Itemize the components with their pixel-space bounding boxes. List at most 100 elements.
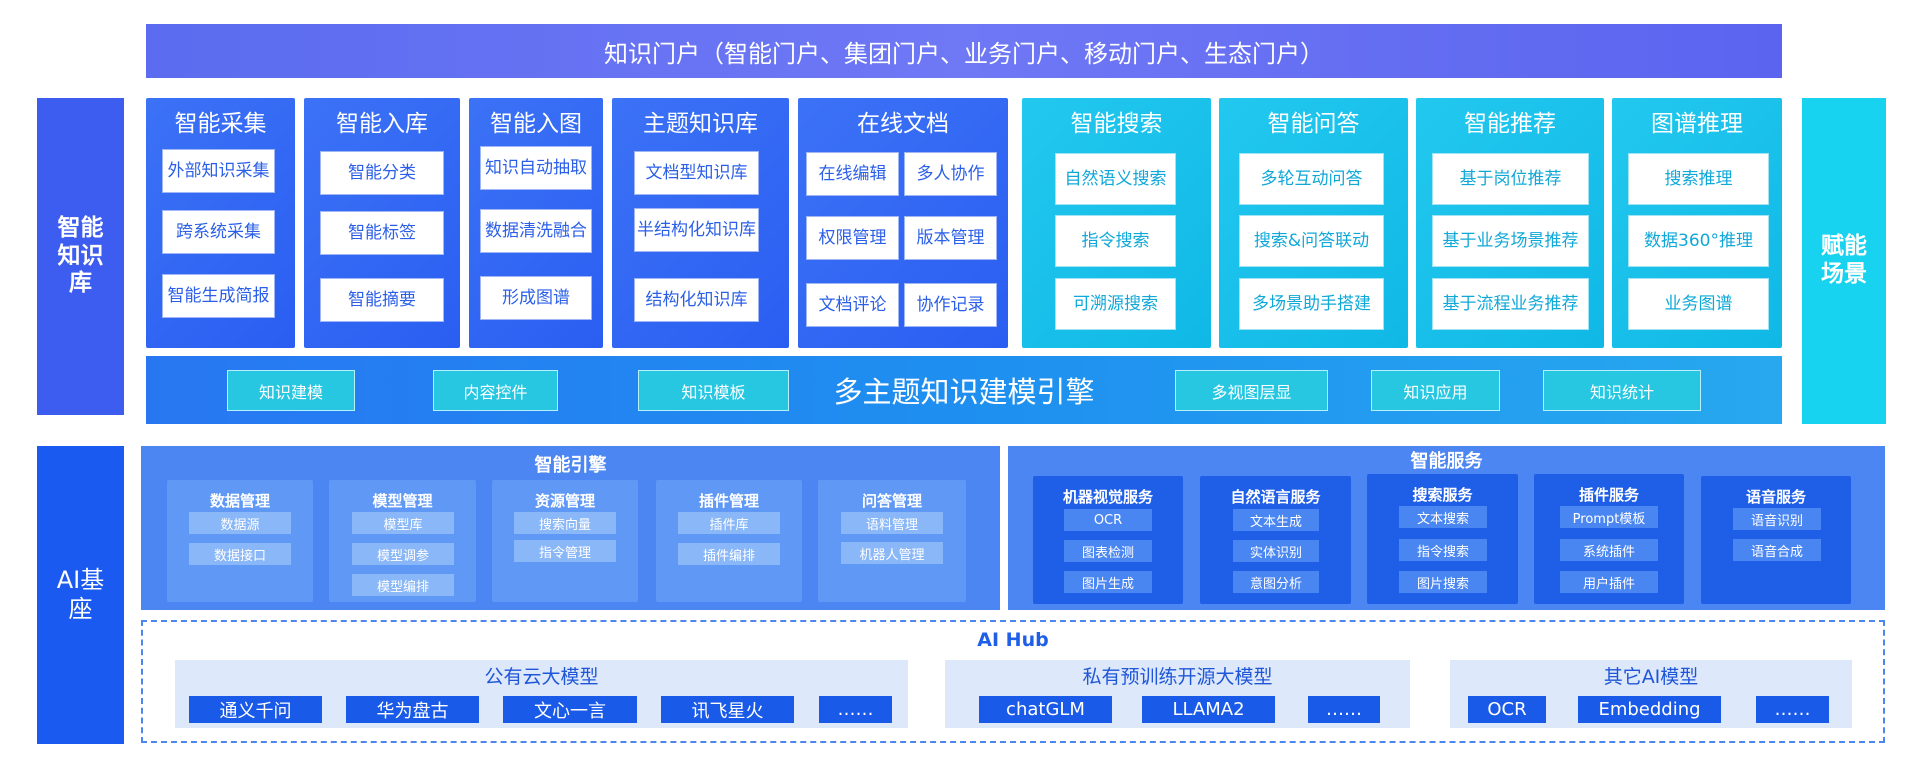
module-item: 外部知识采集 [162,149,275,193]
engine-group-plugin: 插件管理 插件库 插件编排 [656,480,802,602]
group-item: 语音合成 [1733,539,1821,561]
module-title: 智能问答 [1267,111,1360,137]
module-title: 主题知识库 [643,111,758,137]
hub-group-other-ai: 其它AI模型 OCR Embedding …… [1450,660,1852,728]
group-item: 语料管理 [841,512,943,534]
hub-model: 华为盘古 [346,696,479,723]
module-item: 版本管理 [904,216,997,260]
engine-chip: 知识建模 [227,370,355,411]
group-item: 插件库 [678,512,780,534]
module-title: 智能搜索 [1070,111,1163,137]
group-title: 问答管理 [861,492,922,510]
group-item: 实体识别 [1233,540,1319,562]
hub-model: OCR [1468,696,1546,723]
side-label-text: 赋能场景 [1821,233,1867,287]
group-title: 资源管理 [534,492,595,510]
hub-group-public-cloud: 公有云大模型 通义千问 华为盘古 文心一言 讯飞星火 …… [175,660,908,728]
group-item: 机器人管理 [841,542,943,564]
group-title: 插件服务 [1578,486,1639,504]
hub-model: chatGLM [979,696,1112,723]
module-topic-kb: 主题知识库 文档型知识库 半结构化知识库 结构化知识库 [612,98,789,348]
module-smart-recommend: 智能推荐 基于岗位推荐 基于业务场景推荐 基于流程业务推荐 [1416,98,1604,348]
engine-chip: 多视图层显 [1175,370,1328,411]
side-label-text: 智能知识库 [57,215,104,297]
module-item: 指令搜索 [1055,215,1176,267]
engine-group-model: 模型管理 模型库 模型调参 模型编排 [329,480,476,602]
module-item: 业务图谱 [1628,278,1769,330]
module-item: 智能生成简报 [162,274,275,318]
engine-chip: 知识应用 [1371,370,1500,411]
hub-group-title: 其它AI模型 [1603,665,1699,688]
group-item: 文本搜索 [1399,506,1487,528]
hub-model: Embedding [1578,696,1721,723]
module-smart-search: 智能搜索 自然语义搜索 指令搜索 可溯源搜索 [1022,98,1211,348]
group-item: 系统插件 [1560,539,1658,561]
service-group-vision: 机器视觉服务 OCR 图表检测 图片生成 [1033,476,1183,604]
module-online-docs: 在线文档 在线编辑 多人协作 权限管理 版本管理 文档评论 协作记录 [798,98,1008,348]
module-item: 半结构化知识库 [634,208,759,252]
module-item: 多轮互动问答 [1239,153,1384,205]
service-group-search: 搜索服务 文本搜索 指令搜索 图片搜索 [1367,474,1518,604]
module-item: 基于岗位推荐 [1432,153,1589,205]
side-label-text: AI基座 [56,566,105,623]
module-item: 智能分类 [320,151,444,195]
group-title: 数据管理 [209,492,270,510]
module-title: 智能入图 [490,111,582,137]
hub-model: LLAMA2 [1142,696,1275,723]
side-label-empower: 赋能场景 [1802,98,1886,424]
module-item: 文档型知识库 [634,151,759,195]
engine-group-data: 数据管理 数据源 数据接口 [167,480,313,602]
module-title: 智能推荐 [1464,111,1556,137]
engine-chip: 知识模板 [638,370,789,411]
group-title: 语音服务 [1745,488,1806,506]
engine-group-resource: 资源管理 搜索向量 指令管理 [492,480,638,602]
hub-model: 通义千问 [189,696,322,723]
module-item: 多人协作 [904,152,997,196]
ai-hub-panel: AI Hub 公有云大模型 通义千问 华为盘古 文心一言 讯飞星火 …… 私有预… [141,620,1885,743]
portal-title: 知识门户（智能门户、集团门户、业务门户、移动门户、生态门户） [604,39,1324,68]
module-item: 跨系统采集 [162,210,275,254]
group-item: 语音识别 [1733,508,1821,530]
module-item: 多场景助手搭建 [1239,278,1384,330]
module-item: 数据360°推理 [1628,215,1769,267]
module-item: 搜索推理 [1628,153,1769,205]
group-item: 图片搜索 [1399,571,1487,593]
group-item: OCR [1064,509,1152,531]
hub-group-private-open-source: 私有预训练开源大模型 chatGLM LLAMA2 …… [945,660,1410,728]
service-group-nlp: 自然语言服务 文本生成 实体识别 意图分析 [1200,476,1351,604]
panel-title: 智能引擎 [534,455,607,476]
engine-title: 多主题知识建模引擎 [833,375,1095,409]
module-title: 图谱推理 [1651,111,1743,137]
group-title: 插件管理 [698,492,759,510]
knowledge-portal-bar: 知识门户（智能门户、集团门户、业务门户、移动门户、生态门户） [146,24,1782,78]
modeling-engine-bar: 多主题知识建模引擎 知识建模 内容控件 知识模板 多视图层显 知识应用 知识统计 [146,356,1782,424]
module-item: 知识自动抽取 [480,146,592,190]
module-item: 权限管理 [806,216,899,260]
group-item: 模型调参 [352,543,454,565]
engine-group-qa: 问答管理 语料管理 机器人管理 [818,480,966,602]
group-item: 图表检测 [1064,540,1152,562]
module-title: 智能采集 [174,111,267,137]
module-title: 在线文档 [857,111,949,137]
ai-engine-panel: 智能引擎 数据管理 数据源 数据接口 模型管理 模型库 模型调参 模型编排 资源… [141,446,1000,610]
group-item: 指令管理 [514,540,616,562]
module-item: 在线编辑 [806,152,899,196]
module-title: 智能入库 [336,111,428,137]
module-item: 基于业务场景推荐 [1432,215,1589,267]
group-item: 数据接口 [189,543,291,565]
module-smart-graph: 智能入图 知识自动抽取 数据清洗融合 形成图谱 [469,98,603,348]
side-label-knowledge-base: 智能知识库 [37,98,124,415]
hub-model: …… [1756,696,1829,723]
hub-model: …… [819,696,892,723]
ai-service-panel: 智能服务 机器视觉服务 OCR 图表检测 图片生成 自然语言服务 文本生成 实体… [1008,446,1885,610]
group-item: 模型编排 [352,574,454,596]
engine-chip: 知识统计 [1543,370,1701,411]
module-item: 协作记录 [904,283,997,327]
module-item: 文档评论 [806,283,899,327]
hub-group-title: 私有预训练开源大模型 [1082,665,1273,688]
hub-model: 讯飞星火 [661,696,794,723]
group-item: 文本生成 [1233,509,1319,531]
module-item: 可溯源搜索 [1055,278,1176,330]
module-item: 基于流程业务推荐 [1432,278,1589,330]
group-item: 搜索向量 [514,512,616,534]
